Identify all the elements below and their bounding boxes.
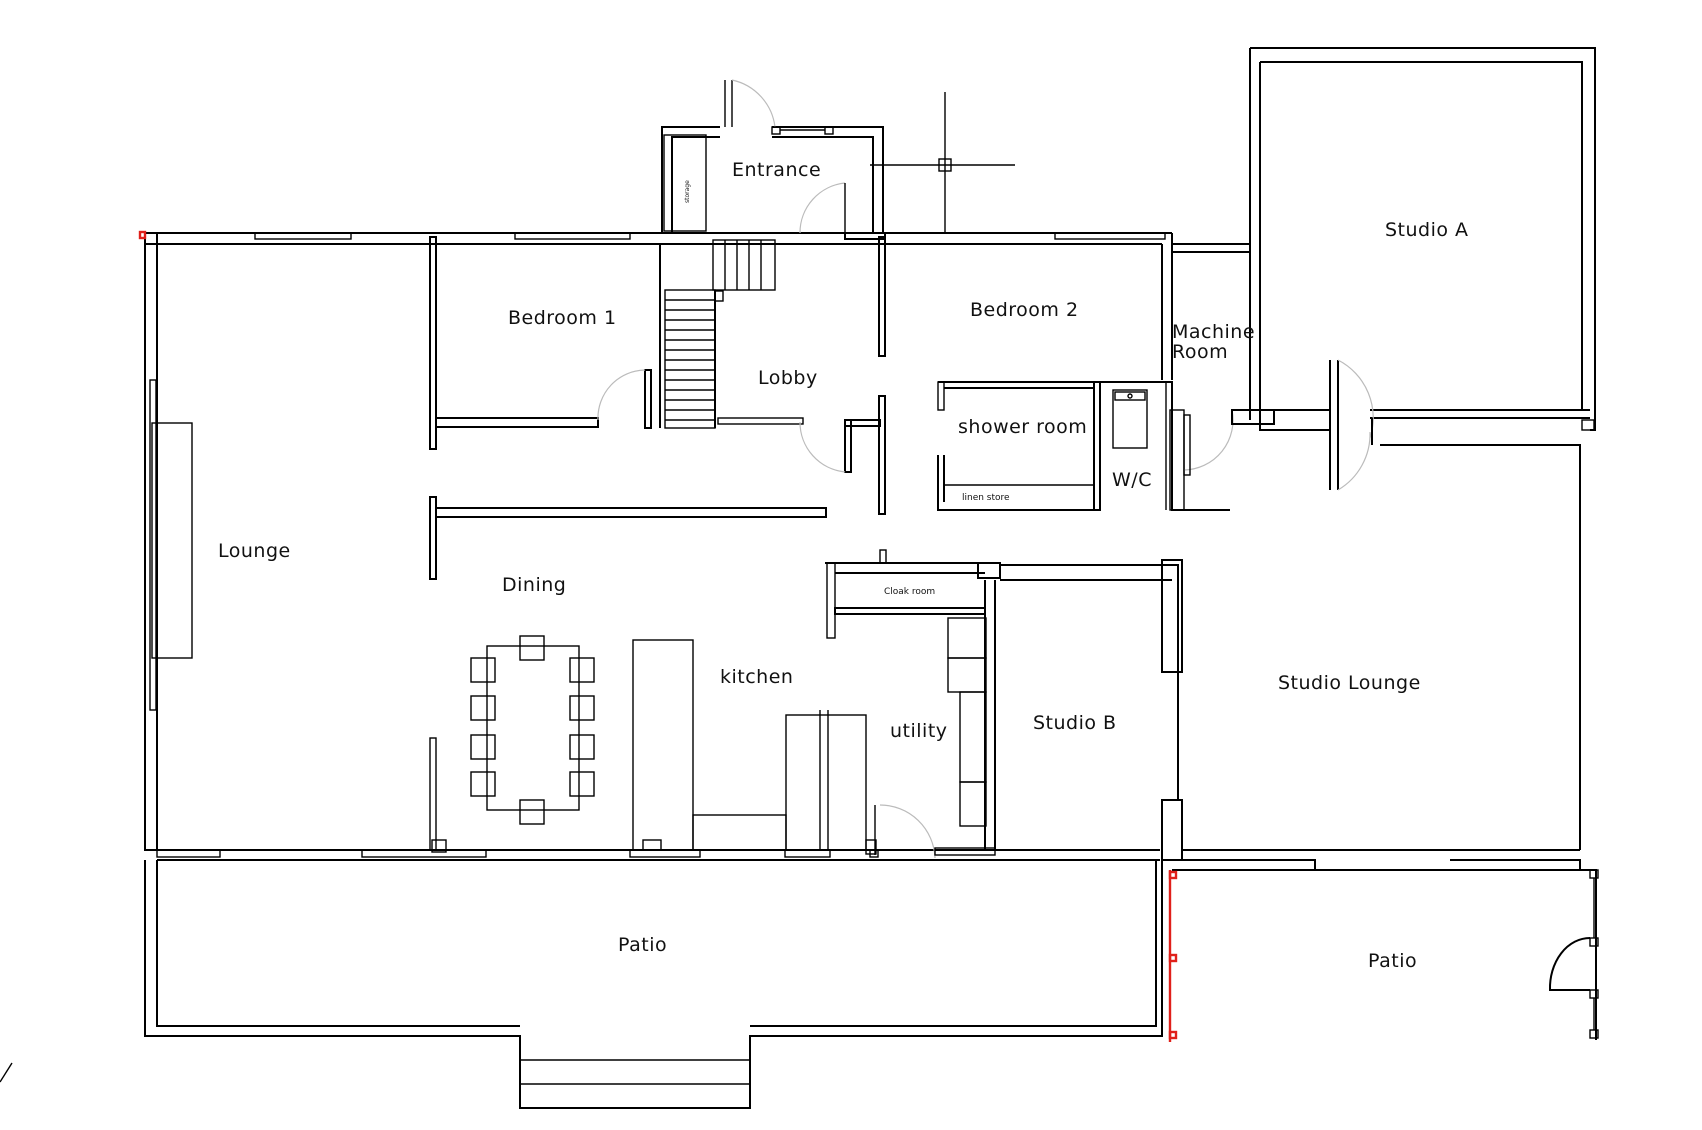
bottom-wall-segments bbox=[156, 232, 1166, 858]
entrance-walls bbox=[661, 79, 1015, 234]
label-studio-a: Studio A bbox=[1385, 219, 1469, 241]
wc bbox=[1100, 381, 1234, 511]
label-patio-main: Patio bbox=[618, 934, 667, 956]
label-storage: storage bbox=[684, 180, 691, 203]
label-bedroom1: Bedroom 1 bbox=[508, 307, 617, 329]
label-cloak-room: Cloak room bbox=[884, 587, 935, 597]
label-utility: utility bbox=[890, 720, 948, 742]
bedroom1-walls bbox=[429, 236, 804, 450]
label-lounge: Lounge bbox=[218, 540, 291, 562]
dining-area bbox=[429, 496, 827, 853]
bedroom2-walls bbox=[799, 232, 1101, 515]
lounge-fixtures bbox=[151, 422, 193, 659]
label-patio-studio: Patio bbox=[1368, 950, 1417, 972]
red-highlight-wall bbox=[138, 230, 1178, 1042]
label-entrance: Entrance bbox=[732, 159, 821, 181]
label-wc: W/C bbox=[1112, 469, 1152, 491]
label-lobby: Lobby bbox=[758, 367, 818, 389]
label-linen-store: linen store bbox=[962, 493, 1010, 503]
room-labels: Entrance storage Bedroom 1 Bedroom 2 Lob… bbox=[218, 159, 1469, 972]
label-studio-b: Studio B bbox=[1033, 712, 1117, 734]
label-kitchen: kitchen bbox=[720, 666, 793, 688]
studio-lounge-walls bbox=[825, 549, 1581, 871]
outer-walls bbox=[144, 232, 1173, 861]
corner-mark bbox=[0, 1062, 13, 1083]
utility-units bbox=[874, 617, 996, 859]
label-machine-room-line1: Machine bbox=[1172, 321, 1255, 343]
label-shower-room: shower room bbox=[958, 416, 1087, 438]
label-machine-room-line2: Room bbox=[1172, 341, 1228, 363]
label-bedroom2: Bedroom 2 bbox=[970, 299, 1079, 321]
studio-a-walls bbox=[1172, 47, 1596, 850]
kitchen-units bbox=[632, 639, 877, 855]
staircase bbox=[659, 239, 776, 429]
main-patio-walls bbox=[144, 860, 1163, 1109]
studio-patio bbox=[1172, 869, 1599, 1040]
label-studio-lounge: Studio Lounge bbox=[1278, 672, 1421, 694]
label-dining: Dining bbox=[502, 574, 566, 596]
